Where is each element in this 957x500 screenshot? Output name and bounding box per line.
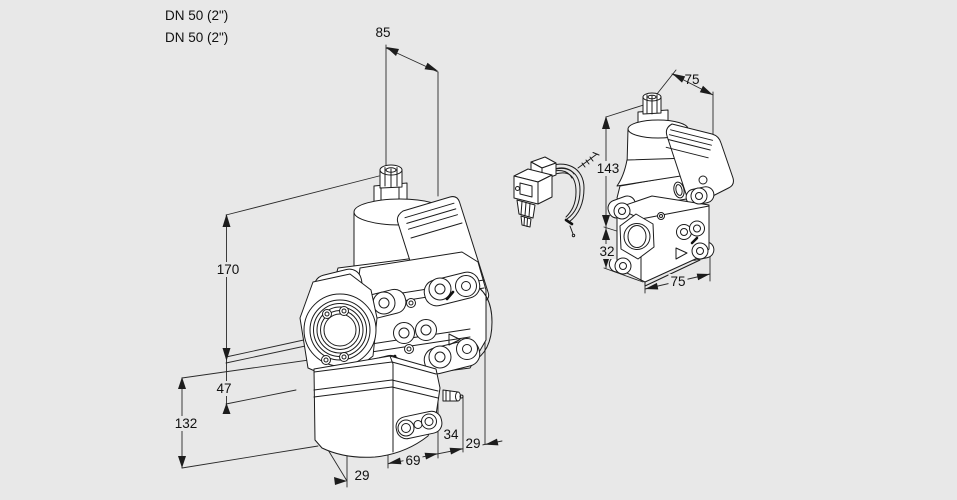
- dim-side-height-bottom: 32: [597, 244, 617, 259]
- side-valve-drawing: [607, 92, 734, 287]
- dim-main-height-body: 170: [214, 262, 242, 277]
- plug-strain-relief: [516, 199, 536, 228]
- main-valve-nipple: [442, 389, 464, 402]
- port-size-label-2: DN 50 (2"): [165, 30, 229, 45]
- plug-body: [513, 156, 557, 205]
- cable-needle-tip: [577, 152, 600, 169]
- dim-side-height-total: 143: [594, 161, 622, 176]
- dim-main-height-flange: 47: [214, 381, 234, 396]
- side-valve-coil-housing: [665, 123, 734, 206]
- cable-plug-drawing: [513, 152, 600, 238]
- main-valve-taps: [321, 290, 461, 382]
- cable-end-pin: [564, 218, 576, 238]
- dim-main-offset-right: 29: [463, 436, 483, 451]
- side-valve-body: [607, 186, 715, 287]
- port-size-label-1: DN 50 (2"): [165, 8, 229, 23]
- dim-side-width-top: 75: [684, 72, 700, 87]
- main-valve-threaded-port: [299, 273, 378, 383]
- dim-side-width-bottom: 75: [668, 274, 688, 289]
- dim-main-height-base: 132: [172, 416, 200, 431]
- dim-main-width-bottom: 69: [403, 453, 423, 468]
- main-valve-drawing: [299, 164, 493, 458]
- dim-main-offset-tap: 34: [443, 427, 459, 442]
- dim-main-depth-bottom: 29: [354, 468, 370, 483]
- dim-main-width-top: 85: [375, 25, 391, 40]
- main-valve-base-box: [313, 355, 443, 458]
